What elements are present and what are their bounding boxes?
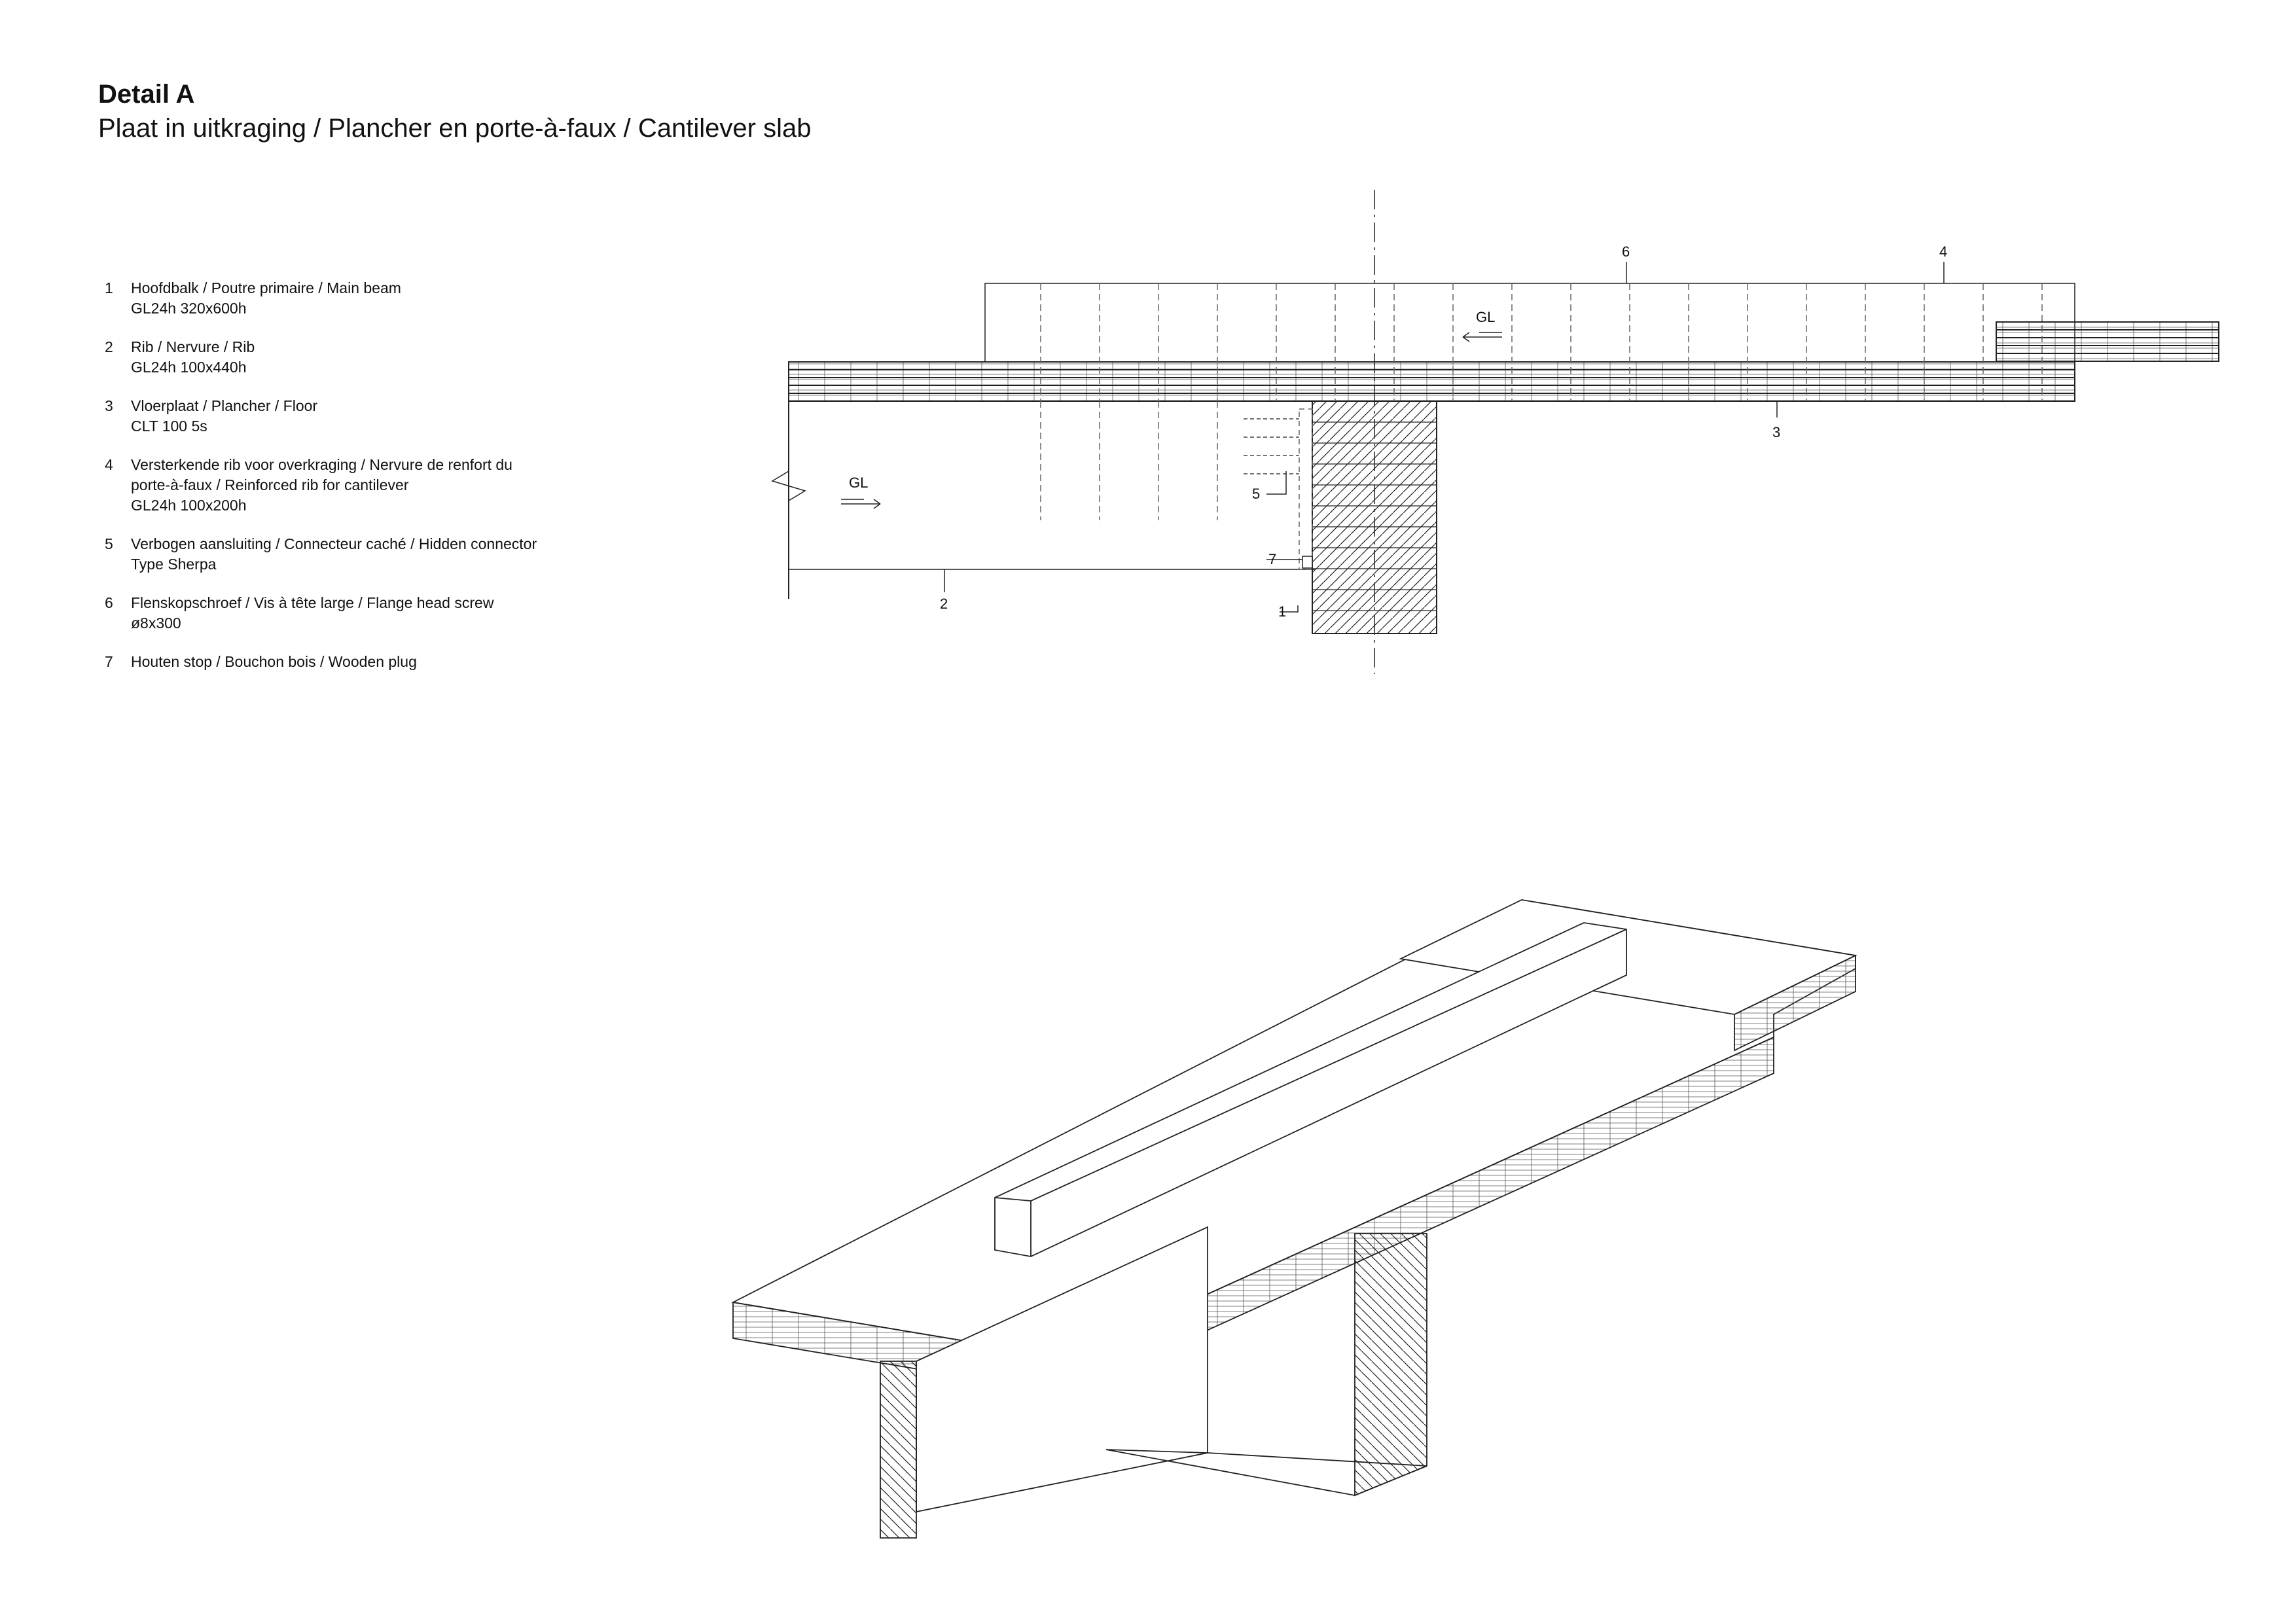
- gl-label-left: GL: [849, 474, 868, 491]
- callout-1: 1: [1278, 603, 1286, 620]
- legend: 1 Hoofdbalk / Poutre primaire / Main bea…: [105, 278, 537, 690]
- page-title: Detail A: [98, 80, 195, 109]
- connector-screws: [1244, 418, 1299, 474]
- flange-head-screws: [1040, 283, 2043, 520]
- wooden-plug: [1302, 556, 1313, 569]
- legend-text: Hoofdbalk / Poutre primaire / Main beam …: [131, 278, 401, 319]
- legend-item-3: 3 Vloerplaat / Plancher / Floor CLT 100 …: [105, 396, 537, 437]
- legend-item-2: 2 Rib / Nervure / Rib GL24h 100x440h: [105, 337, 537, 378]
- legend-item-7: 7 Houten stop / Bouchon bois / Wooden pl…: [105, 652, 537, 672]
- legend-item-1: 1 Hoofdbalk / Poutre primaire / Main bea…: [105, 278, 537, 319]
- legend-number: 3: [105, 397, 113, 414]
- legend-line: GL24h 320x600h: [131, 300, 247, 317]
- legend-number: 5: [105, 535, 113, 552]
- legend-line: Type Sherpa: [131, 556, 217, 573]
- callout-7: 7: [1268, 551, 1276, 567]
- legend-line: Verbogen aansluiting / Connecteur caché …: [131, 535, 537, 552]
- legend-number: 2: [105, 338, 113, 355]
- section-drawing: [771, 190, 2219, 674]
- callout-6: 6: [1622, 243, 1630, 260]
- callout-3: 3: [1772, 424, 1780, 440]
- legend-line: Vloerplaat / Plancher / Floor: [131, 397, 318, 414]
- title-block: Detail A Plaat in uitkraging / Plancher …: [98, 77, 811, 145]
- legend-line: GL24h 100x440h: [131, 359, 247, 376]
- legend-line: Hoofdbalk / Poutre primaire / Main beam: [131, 279, 401, 296]
- legend-item-5: 5 Verbogen aansluiting / Connecteur cach…: [105, 534, 537, 575]
- gl-label-top: GL: [1476, 309, 1495, 325]
- gl-indicator-left: [841, 499, 881, 509]
- clt-floor-slab: [788, 361, 2075, 402]
- page-subtitle: Plaat in uitkraging / Plancher en porte-…: [98, 114, 812, 143]
- legend-number: 1: [105, 279, 113, 296]
- left-beam-hatched: [880, 1361, 917, 1539]
- legend-text: Vloerplaat / Plancher / Floor CLT 100 5s: [131, 396, 317, 437]
- beam-bottom-face: [1105, 1449, 1427, 1496]
- legend-line: GL24h 100x200h: [131, 497, 247, 514]
- legend-line: Flenskopschroef / Vis à tête large / Fla…: [131, 594, 494, 611]
- top-rib: [994, 922, 1627, 1257]
- legend-line: Versterkende rib voor overkraging / Nerv…: [131, 456, 512, 473]
- legend-line: porte-à-faux / Reinforced rib for cantil…: [131, 476, 409, 493]
- callout-2: 2: [940, 596, 948, 612]
- legend-line: ø8x300: [131, 615, 181, 632]
- reinforced-rib-outline: [984, 283, 2075, 363]
- legend-number: 7: [105, 653, 113, 670]
- legend-text: Rib / Nervure / Rib GL24h 100x440h: [131, 337, 255, 378]
- legend-item-6: 6 Flenskopschroef / Vis à tête large / F…: [105, 593, 537, 633]
- axonometric-view: [731, 899, 1857, 1539]
- rib-outline: [771, 401, 1316, 599]
- cantilever-edge: [1734, 954, 1856, 1052]
- legend-line: Houten stop / Bouchon bois / Wooden plug: [131, 653, 417, 670]
- legend-text: Versterkende rib voor overkraging / Nerv…: [131, 455, 512, 516]
- cantilever-slab: [1996, 321, 2219, 362]
- callout-4: 4: [1939, 243, 1947, 260]
- beam-end-hatched: [1354, 1233, 1427, 1497]
- legend-text: Houten stop / Bouchon bois / Wooden plug: [131, 652, 417, 672]
- legend-number: 6: [105, 594, 113, 611]
- gl-indicator-top: [1462, 332, 1502, 342]
- legend-text: Verbogen aansluiting / Connecteur caché …: [131, 534, 537, 575]
- callouts: [944, 262, 1945, 613]
- hidden-connector: [1299, 408, 1313, 570]
- legend-line: CLT 100 5s: [131, 418, 207, 435]
- legend-item-4: 4 Versterkende rib voor overkraging / Ne…: [105, 455, 537, 516]
- legend-line: Rib / Nervure / Rib: [131, 338, 255, 355]
- legend-text: Flenskopschroef / Vis à tête large / Fla…: [131, 593, 493, 633]
- callout-5: 5: [1252, 486, 1260, 502]
- legend-number: 4: [105, 456, 113, 473]
